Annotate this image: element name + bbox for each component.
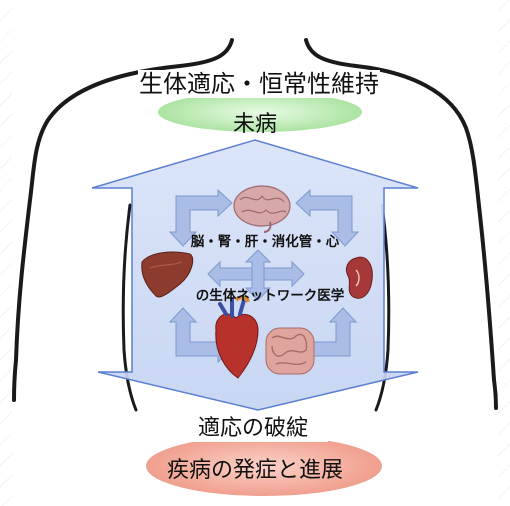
organ-list-label: 脳・腎・肝・消化管・心 bbox=[185, 236, 345, 250]
pre-disease-label: 未病 bbox=[0, 114, 510, 136]
adaptation-failure-label: 適応の破綻 bbox=[178, 416, 328, 442]
intestine-icon bbox=[266, 328, 314, 374]
network-medicine-label: の生体ネットワーク医学 bbox=[175, 290, 365, 304]
adaptation-homeostasis-label: 生体適応・恒常性維持 bbox=[138, 70, 380, 98]
disease-onset-label: 疾病の発症と進展 bbox=[0, 460, 510, 482]
